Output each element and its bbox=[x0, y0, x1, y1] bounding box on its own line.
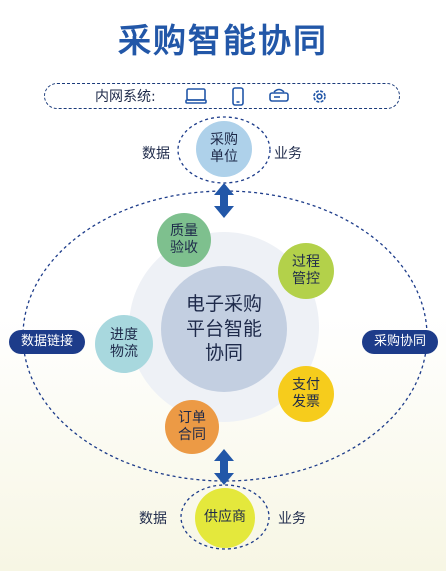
bottom-double-arrow bbox=[214, 449, 234, 485]
bottom-left-label: 数据 bbox=[139, 511, 167, 527]
node-payment-invoice-label: 支付 发票 bbox=[292, 376, 320, 411]
monitor-icon bbox=[185, 88, 207, 104]
router-icon bbox=[269, 88, 289, 102]
node-quality-acceptance-label: 质量 验收 bbox=[170, 222, 198, 257]
center-node-label: 电子采购 平台智能 协同 bbox=[185, 292, 262, 365]
page-title: 采购智能协同 bbox=[118, 21, 328, 60]
phone-icon bbox=[232, 87, 244, 106]
gear-icon bbox=[313, 90, 326, 103]
node-quality-acceptance: 质量 验收 bbox=[157, 213, 211, 267]
node-supplier-label: 供应商 bbox=[204, 509, 246, 526]
node-process-control: 过程 管控 bbox=[278, 243, 334, 299]
top-double-arrow bbox=[214, 183, 234, 218]
top-right-label: 业务 bbox=[274, 146, 302, 162]
center-node: 电子采购 平台智能 协同 bbox=[161, 266, 287, 392]
node-purchasing-unit-label: 采购 单位 bbox=[210, 131, 238, 166]
intranet-bar bbox=[44, 83, 400, 109]
badge-procurement-collab: 采购协同 bbox=[362, 330, 438, 354]
bottom-right-label: 业务 bbox=[278, 511, 306, 527]
node-order-contract: 订单 合同 bbox=[165, 400, 219, 454]
node-process-control-label: 过程 管控 bbox=[292, 253, 320, 288]
top-left-label: 数据 bbox=[142, 146, 170, 162]
bottom-node-ring bbox=[180, 484, 270, 550]
node-order-contract-label: 订单 合同 bbox=[178, 409, 206, 444]
node-payment-invoice: 支付 发票 bbox=[278, 366, 334, 422]
badge-data-link: 数据链接 bbox=[9, 330, 85, 354]
node-progress-logistics: 进度 物流 bbox=[95, 315, 153, 373]
node-supplier: 供应商 bbox=[195, 488, 255, 548]
node-purchasing-unit: 采购 单位 bbox=[196, 121, 252, 177]
intranet-label: 内网系统: bbox=[95, 89, 156, 105]
node-progress-logistics-label: 进度 物流 bbox=[110, 326, 138, 361]
